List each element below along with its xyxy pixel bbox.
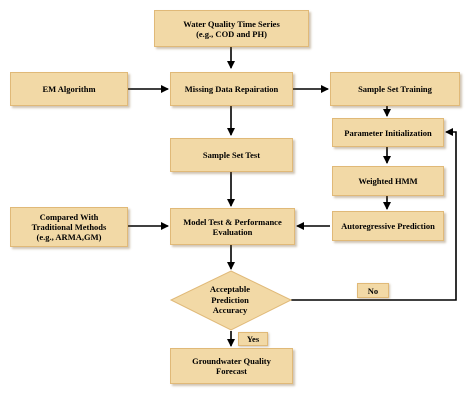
node-groundwater-line1: Groundwater Quality (192, 356, 271, 366)
node-compared-line3: (e.g., ARMA,GM) (36, 232, 102, 242)
node-groundwater-forecast: Groundwater Quality Forecast (170, 348, 293, 384)
node-compared-with-traditional: Compared With Traditional Methods (e.g.,… (10, 207, 128, 247)
node-acceptable-accuracy: Acceptable Prediction Accuracy (180, 279, 280, 321)
node-missing-data-label: Missing Data Repairation (184, 84, 279, 94)
node-autoregressive-label: Autoregressive Prediction (341, 221, 435, 231)
node-weighted-hmm-label: Weighted HMM (358, 176, 418, 186)
edge-label-yes-text: Yes (246, 334, 260, 344)
edge-label-no: No (357, 283, 389, 298)
node-parameter-initialization: Parameter Initialization (332, 118, 444, 147)
node-compared-line2: Traditional Methods (31, 222, 107, 232)
node-em-algorithm-label: EM Algorithm (42, 84, 96, 94)
node-water-quality-line2: (e.g., COD and PH) (196, 28, 267, 39)
node-groundwater-line2: Forecast (216, 366, 247, 376)
decision-diamond (169, 270, 293, 331)
node-acceptable-line2: Prediction (211, 294, 249, 305)
node-model-test-line1: Model Test & Performance (183, 216, 282, 227)
node-em-algorithm: EM Algorithm (10, 72, 128, 106)
node-water-quality-line1: Water Quality Time Series (183, 18, 280, 29)
node-parameter-init-label: Parameter Initialization (344, 127, 432, 138)
node-sample-set-test-label: Sample Set Test (202, 150, 261, 160)
node-weighted-hmm: Weighted HMM (332, 166, 444, 196)
node-missing-data-repairation: Missing Data Repairation (170, 72, 293, 106)
node-sample-set-training: Sample Set Training (330, 72, 460, 106)
node-model-test-evaluation: Model Test & Performance Evaluation (170, 208, 295, 245)
node-sample-set-training-label: Sample Set Training (358, 84, 432, 94)
node-sample-set-test: Sample Set Test (170, 138, 293, 172)
node-acceptable-line3: Accuracy (212, 305, 248, 316)
node-acceptable-line1: Acceptable (209, 284, 251, 295)
edge-label-no-text: No (367, 285, 379, 296)
node-model-test-line2: Evaluation (212, 226, 253, 237)
edge-label-yes: Yes (238, 332, 268, 346)
node-compared-line1: Compared With (39, 212, 99, 222)
arrow-no-loop (291, 128, 457, 301)
node-autoregressive-prediction: Autoregressive Prediction (332, 211, 444, 241)
node-water-quality-series: Water Quality Time Series (e.g., COD and… (154, 10, 309, 47)
